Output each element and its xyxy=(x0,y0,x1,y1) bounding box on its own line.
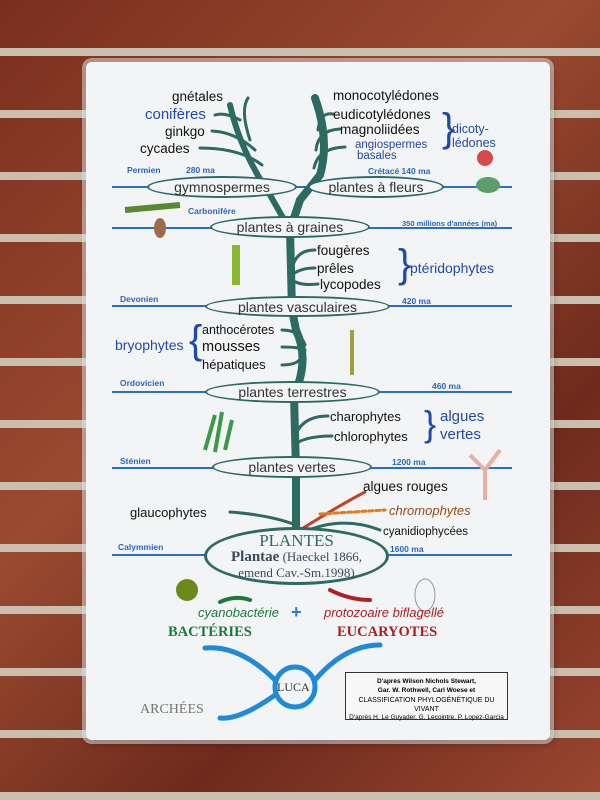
label-bacteries: BACTÉRIES xyxy=(168,624,252,640)
node-plantes-vertes: plantes vertes xyxy=(212,456,372,478)
credit-line-4: D'après H. Le Guyader, G. Lecointre, P. … xyxy=(349,714,504,722)
brace-algae: } xyxy=(424,403,437,444)
era-stenien-age: 1200 ma xyxy=(392,457,426,467)
poppy-leaf xyxy=(476,177,500,193)
label-angiospermes: angiospermes xyxy=(355,139,428,151)
pine-cone xyxy=(154,218,166,238)
credit-line-1: D'après Wilson Nichols Stewart, xyxy=(376,678,476,685)
label-chlorophytes: chlorophytes xyxy=(334,429,408,444)
label-basales: basales xyxy=(357,150,397,162)
label-ginkgo: ginkgo xyxy=(165,124,205,139)
label-fougeres: fougères xyxy=(317,243,370,258)
era-calymmien: Calymmien xyxy=(118,542,164,552)
era-calymmien-age: 1600 ma xyxy=(390,544,424,554)
label-dicot-2: lédones xyxy=(452,136,496,150)
credit-line-2: Gar. W. Rothwell, Carl Woese et xyxy=(377,686,476,694)
label-magnoliidees: magnoliidées xyxy=(340,122,420,137)
label-glaucophytes: glaucophytes xyxy=(130,505,207,520)
node-plantes-root: PLANTES Plantae (Haeckel 1866, emend Cav… xyxy=(204,527,389,585)
label-luca: LUCA xyxy=(277,680,310,694)
conifer-branch xyxy=(124,202,181,213)
label-dicot-1: dicoty- xyxy=(452,122,489,136)
era-carbonifere: Carbonifère xyxy=(188,206,236,216)
label-lycopodes: lycopodes xyxy=(320,277,381,292)
label-eucaryotes: EUCARYOTES xyxy=(337,624,438,640)
green-alga xyxy=(203,411,234,453)
poppy-flower xyxy=(477,150,493,166)
brace-dicot: } xyxy=(442,106,456,150)
red-alga xyxy=(468,448,502,500)
label-protozoaire: protozoaire biflagellé xyxy=(324,605,444,620)
label-vertes: vertes xyxy=(440,426,481,443)
label-cyanobacterie: cyanobactérie xyxy=(198,605,279,620)
root-title: PLANTES xyxy=(259,531,334,551)
label-hepatiques: hépatiques xyxy=(202,357,266,372)
illustrations xyxy=(124,150,502,612)
label-algues: algues xyxy=(440,408,485,425)
node-plantes-a-graines: plantes à graines xyxy=(210,216,370,238)
root-ref-1: (Haeckel 1866, xyxy=(282,549,362,565)
credits-box: D'après Wilson Nichols Stewart, Gar. W. … xyxy=(345,672,508,722)
node-plantes-terrestres: plantes terrestres xyxy=(205,381,380,403)
brace-bryo: { xyxy=(189,318,203,362)
era-devonien-age: 420 ma xyxy=(402,296,431,306)
era-stenien: Sténien xyxy=(120,456,151,466)
label-pteridophytes: ptéridophytes xyxy=(410,260,495,276)
label-gnetales: gnétales xyxy=(172,89,224,104)
label-monocotyledones: monocotylédones xyxy=(333,88,439,103)
root-latin: Plantae xyxy=(231,549,280,566)
label-eudicotyledones: eudicotylédones xyxy=(333,107,431,122)
credit-line-3: CLASSIFICATION PHYLOGÉNÉTIQUE DU VIVANT xyxy=(358,696,495,713)
label-anthocerotes: anthocérotes xyxy=(202,323,275,337)
label-preles: prêles xyxy=(317,261,354,276)
label-coniferes: conifères xyxy=(145,106,206,123)
protozoan xyxy=(414,578,436,612)
node-plantes-vasculaires: plantes vasculaires xyxy=(205,296,390,317)
era-ordovicien-age: 460 ma xyxy=(432,381,461,391)
label-chromophytes: chromophytes xyxy=(389,503,471,518)
luca-circle xyxy=(272,664,318,710)
label-mousses: mousses xyxy=(202,339,261,355)
label-archees: ARCHÉES xyxy=(140,702,204,717)
label-charophytes: charophytes xyxy=(330,409,401,424)
label-algues-rouges: algues rouges xyxy=(363,479,448,494)
root-ref-2: emend Cav.-Sm.1998) xyxy=(238,564,355,580)
plus-sign: + xyxy=(291,602,302,622)
era-ordovicien: Ordovicien xyxy=(120,378,165,388)
brace-pterido: } xyxy=(398,242,412,286)
label-cyanidiophycees: cyanidiophycées xyxy=(383,526,469,538)
era-cretace: Crétacé 140 ma xyxy=(368,166,431,176)
era-seed-age: 350 millions d'années (ma) xyxy=(402,219,498,228)
era-permien-age: 280 ma xyxy=(186,165,215,175)
cyanobacterium xyxy=(176,579,198,601)
node-plantes-a-fleurs: plantes à fleurs xyxy=(308,176,444,198)
era-permien: Permien xyxy=(127,165,161,175)
label-bryophytes: bryophytes xyxy=(115,337,184,353)
era-devonien: Devonien xyxy=(120,294,159,304)
label-cycades: cycades xyxy=(140,141,190,156)
node-gymnospermes: gymnospermes xyxy=(147,176,297,198)
